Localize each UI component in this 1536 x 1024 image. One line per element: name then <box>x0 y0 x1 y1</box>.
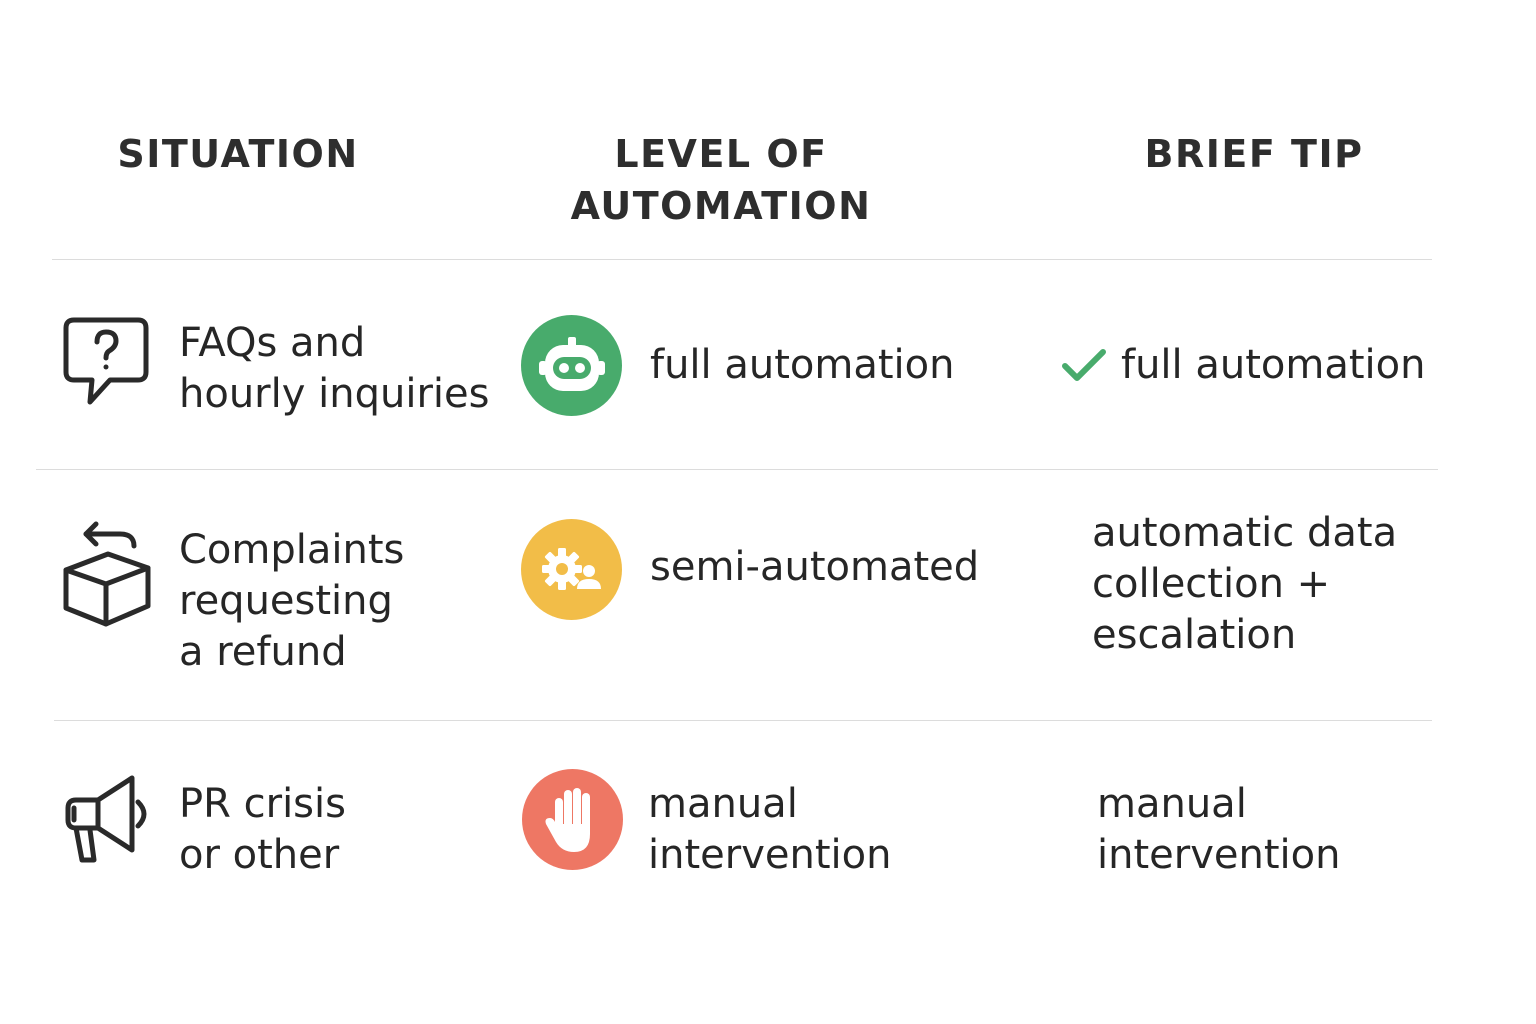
header-level-line2: AUTOMATION <box>570 184 872 228</box>
tip-text: full automation <box>1121 340 1426 391</box>
level-text: manual intervention <box>648 779 891 881</box>
tip-line: automatic data <box>1092 510 1398 556</box>
situation-line: a refund <box>179 629 347 675</box>
megaphone-icon <box>60 772 158 870</box>
tip-line: full automation <box>1121 342 1426 388</box>
level-text: full automation <box>650 340 955 391</box>
situation-text: PR crisis or other <box>179 779 346 881</box>
question-speech-bubble-icon <box>62 316 152 412</box>
tip-line: escalation <box>1092 612 1297 658</box>
situation-line: requesting <box>179 578 393 624</box>
tip-text: manual intervention <box>1097 779 1340 881</box>
tip-line: collection + <box>1092 561 1331 607</box>
situation-text: FAQs and hourly inquiries <box>179 318 489 420</box>
tip-line: intervention <box>1097 832 1341 878</box>
hand-stop-icon <box>545 787 590 852</box>
header-situation-label: SITUATION <box>117 132 359 176</box>
tip-line: manual <box>1097 781 1247 827</box>
level-badge-full <box>521 315 622 416</box>
situation-line: Complaints <box>179 527 405 573</box>
situation-line: or other <box>179 832 340 878</box>
situation-line: FAQs and <box>179 320 366 366</box>
level-line: manual <box>648 781 798 827</box>
header-brief-tip: BRIEF TIP <box>1104 128 1404 180</box>
divider-header <box>52 259 1432 260</box>
situation-line: PR crisis <box>179 781 346 827</box>
situation-line: hourly inquiries <box>179 371 490 417</box>
check-icon <box>1060 346 1108 388</box>
header-level-of-automation: LEVEL OF AUTOMATION <box>520 128 922 232</box>
level-line: intervention <box>648 832 892 878</box>
divider-row1 <box>36 469 1438 470</box>
tip-text: automatic data collection + escalation <box>1092 508 1397 661</box>
level-text: semi-automated <box>650 542 979 593</box>
header-brief-tip-label: BRIEF TIP <box>1144 132 1364 176</box>
level-line: full automation <box>650 342 955 388</box>
divider-row2 <box>54 720 1432 721</box>
level-badge-manual <box>522 769 623 870</box>
level-badge-semi <box>521 519 622 620</box>
level-line: semi-automated <box>650 544 980 590</box>
header-level-line1: LEVEL OF <box>614 132 828 176</box>
return-box-icon <box>62 516 154 634</box>
situation-text: Complaints requesting a refund <box>179 525 404 678</box>
header-situation: SITUATION <box>88 128 388 180</box>
gear-person-icon <box>541 547 601 590</box>
robot-icon <box>538 336 605 391</box>
